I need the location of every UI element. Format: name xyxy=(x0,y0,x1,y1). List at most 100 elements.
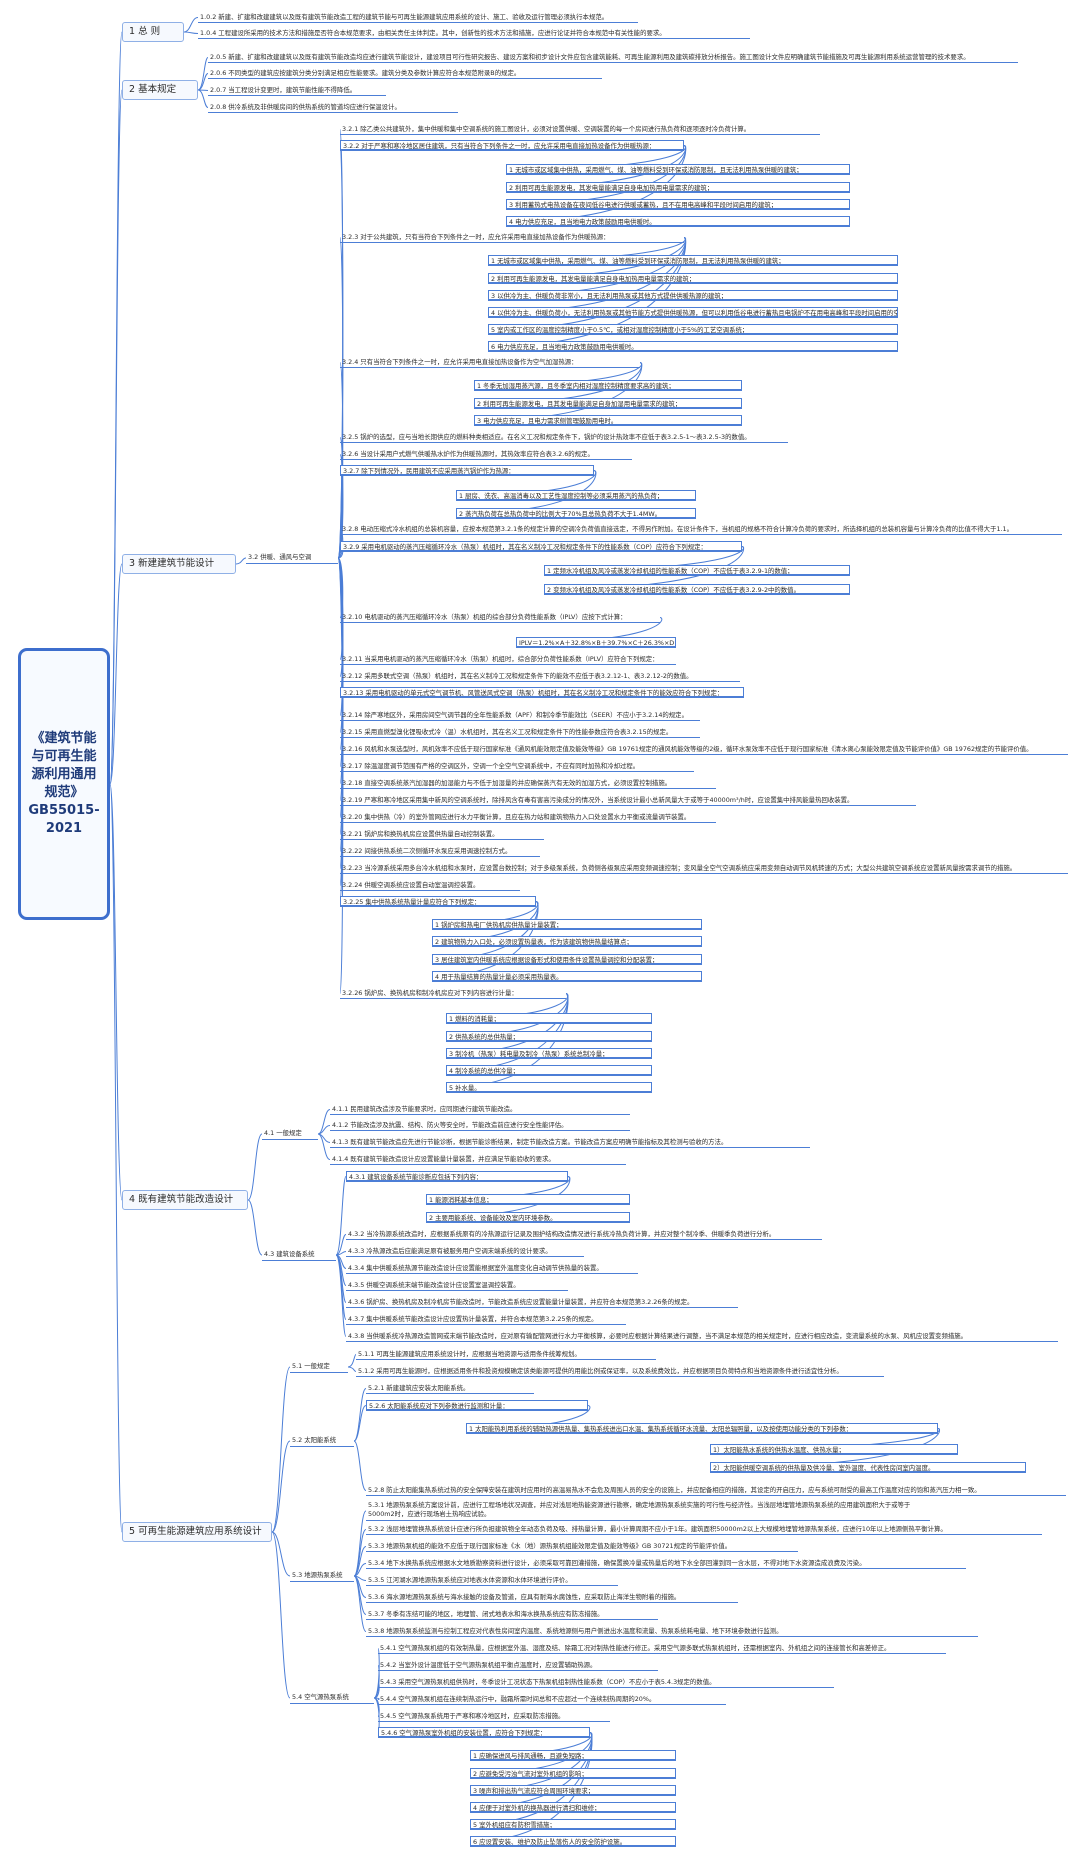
clause-3-2-22[interactable]: 3.2.22 间接供热系统二次侧循环水泵应采用调速控制方式。 xyxy=(340,846,540,857)
clause-5-3-5[interactable]: 5.3.5 江河湖水源地源热泵系统应对地表水体资源和水体环境进行评价。 xyxy=(366,1575,618,1586)
clause-3-2-23[interactable]: 3.2.23 当冷源系统采用多台冷水机组和水泵时，应设置台数控制；对于多级泵系统… xyxy=(340,863,1068,874)
clause-3-2-20[interactable]: 3.2.20 集中供热（冷）的室外管网应进行水力平衡计算，且应在热力站和建筑物热… xyxy=(340,812,716,823)
clause-5-3-1[interactable]: 5.3.1 地源热泵系统方案设计前，应进行工程场地状况调查，并应对浅层地热能资源… xyxy=(366,1501,930,1521)
subsection-5-1[interactable]: 5.1 一般规定 xyxy=(290,1361,348,1373)
clause-5-3-2[interactable]: 5.3.2 浅层地埋管换热系统设计应进行所负担建筑物全年动态负荷及吸、排热量计算… xyxy=(366,1524,1042,1535)
clause-5-1-1[interactable]: 5.1.1 可再生能源建筑应用系统设计时，应根据当地资源与适用条件统筹规划。 xyxy=(356,1349,656,1360)
item-5-4-6-5[interactable]: 5 室外机组应有防积雪措施； xyxy=(470,1819,676,1830)
item-3-2-25-2[interactable]: 2 建筑物热力入口处，必须设置热量表，作为该建筑物供热量结算点； xyxy=(432,936,702,947)
clause-3-2-12[interactable]: 3.2.12 采用多联式空调（热泵）机组时，其在名义制冷工况和规定条件下的能效不… xyxy=(340,671,740,682)
item-5-4-6-1[interactable]: 1 应确保进风与排风通畅，且避免短路； xyxy=(470,1750,676,1761)
clause-3-2-13[interactable]: 3.2.13 采用电机驱动的单元式空气调节机、风管送风式空调（热泵）机组时，其在… xyxy=(340,687,744,698)
clause-5-1-2[interactable]: 5.1.2 采用可再生能源时，应根据适用条件和投资规模确定该类能源可提供的用能比… xyxy=(356,1366,884,1377)
section-2[interactable]: 2 基本规定 xyxy=(122,80,198,100)
clause-4-1-1[interactable]: 4.1.1 民用建筑改造涉及节能要求时，应同期进行建筑节能改造。 xyxy=(330,1104,630,1115)
clause-5-4-2[interactable]: 5.4.2 当室外设计温度低于空气源热泵机组平衡点温度时，应设置辅助热源。 xyxy=(378,1660,658,1671)
item-3-2-3-5[interactable]: 5 室内或工作区的温度控制精度小于0.5℃，或相对湿度控制精度小于5%的工艺空调… xyxy=(488,324,898,335)
item-4-3-1-1[interactable]: 1 能源消耗基本信息； xyxy=(426,1194,630,1205)
clause-3-2-1[interactable]: 3.2.1 除乙类公共建筑外，集中供暖和集中空调系统的施工图设计，必须对设置供暖… xyxy=(340,124,820,135)
clause-3-2-10[interactable]: 3.2.10 电机驱动的蒸汽压缩循环冷水（热泵）机组的综合部分负荷性能系数（IP… xyxy=(340,612,660,623)
item-5-4-6-2[interactable]: 2 应避免受污浊气流对室外机组的影响； xyxy=(470,1768,676,1779)
item-3-2-26-2[interactable]: 2 供热系统的总供热量； xyxy=(446,1031,652,1042)
clause-5-2-1[interactable]: 5.2.1 新建建筑应安装太阳能系统。 xyxy=(366,1383,534,1394)
item-5-4-6-6[interactable]: 6 应设置安装、维护及防止坠落伤人的安全防护设施。 xyxy=(470,1836,676,1847)
root-node[interactable]: 《建筑节能与可再生能源利用通用规范》GB55015-2021 xyxy=(18,648,110,920)
formula-iplv[interactable]: IPLV＝1.2%×A＋32.8%×B＋39.7%×C＋26.3%×D xyxy=(516,637,676,648)
clause-4-3-6[interactable]: 4.3.6 锅炉房、换热机房及制冷机房节能改造时，节能改造系统应设置能量计量装置… xyxy=(346,1297,738,1308)
clause-2-0-8[interactable]: 2.0.8 供冷系统及非供暖房间的供热系统的管道均应进行保温设计。 xyxy=(208,102,458,113)
item-3-2-3-6[interactable]: 6 电力供应充足，且当地电力政策鼓励用电供暖时。 xyxy=(488,341,898,352)
item-5-4-6-3[interactable]: 3 噪声和排出热气流应符合周围环境要求； xyxy=(470,1785,676,1796)
clause-3-2-9[interactable]: 3.2.9 采用电机驱动的蒸汽压缩循环冷水（热泵）机组时，其在名义制冷工况和规定… xyxy=(340,541,742,552)
clause-3-2-2[interactable]: 3.2.2 对于严寒和寒冷地区居住建筑，只有当符合下列条件之一时，应允许采用电直… xyxy=(340,140,684,151)
clause-4-3-2[interactable]: 4.3.2 当冷热源系统改造时，应根据系统原有的冷热源运行记录及围护结构改造情况… xyxy=(346,1229,822,1240)
clause-1-0-2[interactable]: 1.0.2 新建、扩建和改建建筑以及既有建筑节能改造工程的建筑节能与可再生能源建… xyxy=(198,12,638,23)
clause-3-2-19[interactable]: 3.2.19 严寒和寒冷地区采用集中新风的空调系统时，除排风含有毒有害高污染成分… xyxy=(340,795,916,806)
clause-2-0-5[interactable]: 2.0.5 新建、扩建和改建建筑以及既有建筑节能改造均应进行建筑节能设计，建设项… xyxy=(208,52,1018,63)
clause-4-1-2[interactable]: 4.1.2 节能改造涉及抗震、结构、防火等安全时，节能改造前应进行安全性能评估。 xyxy=(330,1120,630,1131)
item-4-3-1-2[interactable]: 2 主要用能系统、设备能效及室内环境参数。 xyxy=(426,1212,630,1223)
item-3-2-2-4[interactable]: 4 电力供应充足，且当地电力政策鼓励用电供暖时。 xyxy=(506,216,850,227)
clause-5-4-6[interactable]: 5.4.6 空气源热泵室外机组的安装位置，应符合下列规定： xyxy=(378,1727,590,1738)
item-3-2-25-1[interactable]: 1 锅炉房和热电厂供热机房供热量计量装置； xyxy=(432,919,702,930)
item-3-2-26-3[interactable]: 3 制冷机（热泵）耗电量及制冷（热泵）系统总制冷量； xyxy=(446,1048,652,1059)
item-3-2-2-2[interactable]: 2 利用可再生能源发电，其发电量能满足自身电加热用电量需求的建筑； xyxy=(506,182,850,193)
clause-4-3-8[interactable]: 4.3.8 当供暖系统冷热源改造管网或末端节能改造时，应对原有输配管网进行水力平… xyxy=(346,1331,1058,1342)
clause-3-2-6[interactable]: 3.2.6 当设计采用户式燃气供暖热水炉作为供暖热源时，其热效率应符合表3.2.… xyxy=(340,449,632,460)
item-3-2-3-2[interactable]: 2 利用可再生能源发电，其发电量能满足自身电加热用电量需求的建筑； xyxy=(488,273,898,284)
clause-3-2-14[interactable]: 3.2.14 除严寒地区外，采用房间空气调节器的全年性能系数（APF）和制冷季节… xyxy=(340,710,700,721)
clause-3-2-8[interactable]: 3.2.8 电动压缩式冷水机组的总装机容量，应按本规范第3.2.1条的规定计算的… xyxy=(340,524,1062,535)
item-3-2-7-1[interactable]: 1 厨房、洗衣、高温消毒以及工艺性湿度控制等必须采用蒸汽的热负荷； xyxy=(456,490,696,501)
clause-4-1-3[interactable]: 4.1.3 既有建筑节能改造应先进行节能诊断，根据节能诊断结果，制定节能改造方案… xyxy=(330,1137,810,1148)
clause-3-2-18[interactable]: 3.2.18 直接空调系统蒸汽加湿器的加湿能力与不低于加湿量的并应确保蒸汽有无效… xyxy=(340,778,716,789)
clause-3-2-16[interactable]: 3.2.16 风机和水泵选型时，风机效率不应低于现行国家标准《通风机能效限定值及… xyxy=(340,744,1068,755)
subsection-3-2[interactable]: 3.2 供暖、通风与空调 xyxy=(246,552,338,564)
item-3-2-2-3[interactable]: 3 利用蓄热式电热设备在夜间低谷电进行供暖或蓄热，且不在用电高峰和平段时间启用的… xyxy=(506,199,850,210)
clause-3-2-11[interactable]: 3.2.11 当采用电机驱动的蒸汽压缩循环冷水（热泵）机组时，综合部分负荷性能系… xyxy=(340,654,676,665)
clause-5-3-6[interactable]: 5.3.6 海水源地源热泵系统与海水接触的设备及管道，应具有耐海水腐蚀性，应采取… xyxy=(366,1592,738,1603)
clause-3-2-25[interactable]: 3.2.25 集中供热系统热量计量应符合下列规定： xyxy=(340,896,536,907)
clause-3-2-5[interactable]: 3.2.5 锅炉的选型，应与当地长期供应的燃料种类相适应。在名义工况和规定条件下… xyxy=(340,432,788,443)
clause-4-3-3[interactable]: 4.3.3 冷热源改造后应能满足原有被服务用户空调末端系统的设计要求。 xyxy=(346,1246,584,1257)
clause-4-3-1[interactable]: 4.3.1 建筑设备系统节能诊断应包括下列内容： xyxy=(346,1171,568,1182)
item-3-2-3-3[interactable]: 3 以供冷为主、供暖负荷非常小，且无法利用热泵或其他方式提供供暖热源的建筑； xyxy=(488,290,898,301)
clause-3-2-26[interactable]: 3.2.26 锅炉房、换热机房和制冷机房应对下列内容进行计量： xyxy=(340,988,566,999)
clause-3-2-4[interactable]: 3.2.4 只有当符合下列条件之一时，应允许采用电直接加热设备作为空气加湿热源： xyxy=(340,357,640,368)
clause-5-3-4[interactable]: 5.3.4 地下水换热系统应根据水文地质勘察资料进行设计，必须采取可靠回灌措施，… xyxy=(366,1558,966,1569)
clause-3-2-15[interactable]: 3.2.15 采用直燃型溴化锂吸收式冷（温）水机组时，其在名义工况和规定条件下的… xyxy=(340,727,700,738)
subsection-4-3[interactable]: 4.3 建筑设备系统 xyxy=(262,1249,336,1261)
clause-5-2-6[interactable]: 5.2.6 太阳能系统应对下列参数进行监测和计量： xyxy=(366,1400,588,1411)
item-5-4-6-4[interactable]: 4 应便于对室外机的换热器进行清扫和维修； xyxy=(470,1802,676,1813)
clause-5-3-7[interactable]: 5.3.7 冬季有冻结可能的地区，地埋管、闭式地表水和海水换热系统应有防冻措施。 xyxy=(366,1609,658,1620)
clause-5-4-5[interactable]: 5.4.5 空气源热泵系统用于严寒和寒冷地区时，应采取防冻措施。 xyxy=(378,1711,610,1722)
subsection-5-3[interactable]: 5.3 地源热泵系统 xyxy=(290,1570,354,1582)
clause-1-0-4[interactable]: 1.0.4 工程建设所采用的技术方法和措施是否符合本规范要求，由相关责任主体判定… xyxy=(198,28,750,39)
clause-5-3-3[interactable]: 5.3.3 地源热泵机组的能效不应低于现行国家标准《水（地）源热泵机组能效限定值… xyxy=(366,1541,798,1552)
item-3-2-3-1[interactable]: 1 无城市或区域集中供热，采用燃气、煤、油等燃料受到环保或消防限制，且无法利用热… xyxy=(488,255,898,266)
subsection-4-1[interactable]: 4.1 一般规定 xyxy=(262,1128,318,1140)
clause-4-3-7[interactable]: 4.3.7 集中供暖系统节能改造设计应设置热计量装置，并符合本规范第3.2.25… xyxy=(346,1314,626,1325)
subsection-5-4[interactable]: 5.4 空气源热泵系统 xyxy=(290,1692,374,1704)
clause-5-4-3[interactable]: 5.4.3 采用空气源热泵机组供热时，冬季设计工况状态下热泵机组制热性能系数（C… xyxy=(378,1677,834,1688)
item-3-2-25-4[interactable]: 4 用于热量结算的热量计量必须采用热量表。 xyxy=(432,971,702,982)
item-3-2-4-1[interactable]: 1 冬季无加湿用蒸汽源，且冬季室内相对湿度控制精度要求高的建筑； xyxy=(474,380,742,391)
section-5[interactable]: 5 可再生能源建筑应用系统设计 xyxy=(122,1522,272,1542)
clause-5-2-8[interactable]: 5.2.8 防止太阳能集热系统过热的安全保障安装在建筑时应用时的高温易热水不会危… xyxy=(366,1485,1066,1496)
clause-3-2-24[interactable]: 3.2.24 供暖空调系统应设置自动室温调控装置。 xyxy=(340,880,520,891)
clause-5-3-8[interactable]: 5.3.8 地源热泵系统监测与控制工程应对代表性房间室内温度、系统地源侧与用户侧… xyxy=(366,1626,978,1637)
clause-3-2-17[interactable]: 3.2.17 除温湿度调节范围有严格的空调区外，空调一个全空气空调系统中，不应有… xyxy=(340,761,694,772)
clause-4-1-4[interactable]: 4.1.4 既有建筑节能改造设计应设置能量计量装置，并应满足节能验收的要求。 xyxy=(330,1154,626,1165)
item-3-2-9-1[interactable]: 1 定频水冷机组及风冷或蒸发冷却机组的性能系数（COP）不应低于表3.2.9-1… xyxy=(544,565,850,576)
clause-3-2-21[interactable]: 3.2.21 锅炉房和换热机房应设置供热量自动控制装置。 xyxy=(340,829,544,840)
item-3-2-4-2[interactable]: 2 利用可再生能源发电，且其发电量能满足自身加湿用电量需求的建筑； xyxy=(474,398,742,409)
section-4[interactable]: 4 既有建筑节能改造设计 xyxy=(122,1190,248,1210)
clause-4-3-4[interactable]: 4.3.4 集中供暖系统热源节能改造设计应设置能根据室外温度变化自动调节供热量的… xyxy=(346,1263,638,1274)
item-3-2-3-4[interactable]: 4 以供冷为主、供暖负荷小，无法利用热泵或其他节能方式提供供暖热源，但可以利用低… xyxy=(488,307,898,318)
item-3-2-26-4[interactable]: 4 制冷系统的总供冷量； xyxy=(446,1065,652,1076)
item-3-2-25-3[interactable]: 3 居住建筑室内供暖系统应根据设备形式和使用条件设置热量调控和分配装置； xyxy=(432,954,702,965)
item-5-2-6-1a[interactable]: 1）太阳能热水系统的供热水温度、供热水量； xyxy=(710,1444,958,1455)
subsection-5-2[interactable]: 5.2 太阳能系统 xyxy=(290,1435,354,1447)
clause-3-2-3[interactable]: 3.2.3 对于公共建筑，只有当符合下列条件之一时，应允许采用电直接加热设备作为… xyxy=(340,232,684,243)
item-3-2-26-5[interactable]: 5 补水量。 xyxy=(446,1082,652,1093)
item-3-2-4-3[interactable]: 3 电力供应充足，且电力需求侧管理鼓励用电时。 xyxy=(474,415,742,426)
